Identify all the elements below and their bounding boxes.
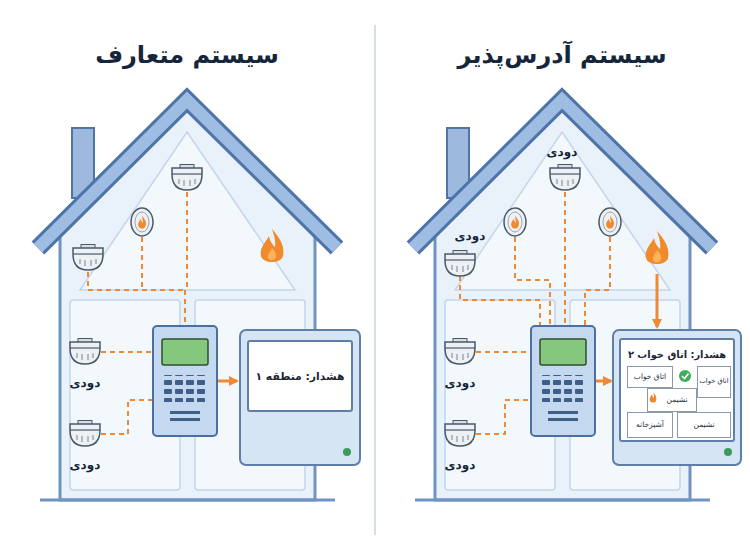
status-led (343, 448, 351, 456)
detector-label: دودی (547, 145, 578, 159)
room-name: نشیمن (693, 421, 714, 429)
detector-label: دودی (445, 376, 476, 390)
wire (101, 400, 152, 434)
room-box: اتاق خواب (697, 366, 731, 398)
wire (101, 351, 152, 353)
system-title: سیستم متعارف (95, 41, 279, 69)
heat-detector (504, 208, 526, 236)
room-name: اتاق خواب (699, 378, 728, 385)
room-name: نشیمن (666, 396, 687, 404)
smoke-detector (70, 339, 100, 365)
wire (564, 192, 566, 325)
wire (585, 237, 610, 325)
gable-pane (80, 132, 295, 290)
fire-icon (650, 392, 657, 403)
check-mark (682, 374, 689, 379)
heat-detector (131, 208, 153, 236)
heat-detector (599, 208, 621, 236)
alarm-screen: هشدار: اتاق خواب ۲ اتاق خواب اتاق خواب نشیم… (619, 338, 735, 442)
alarm-text: هشدار: منطقه ۱ (256, 370, 345, 383)
smoke-detector (73, 245, 103, 271)
detector-label: دودی (70, 376, 101, 390)
wire (460, 276, 540, 325)
ground-line (40, 499, 335, 502)
wire (515, 237, 550, 325)
divider-line (374, 25, 376, 535)
signal-arrow (218, 380, 237, 383)
smoke-detector (445, 251, 475, 277)
roof (38, 100, 337, 248)
status-led (724, 448, 732, 456)
roof (38, 100, 337, 248)
room-box: نشیمن (647, 388, 697, 412)
signal-arrow (656, 274, 659, 327)
room-name: اتاق خواب (634, 373, 666, 381)
wire (476, 400, 530, 434)
detector-label: دودی (70, 458, 101, 472)
system-title: سیستم آدرس‌پذیر (457, 41, 666, 69)
room-box: نشیمن (677, 412, 731, 438)
smoke-detector (445, 339, 475, 365)
wire (184, 290, 186, 325)
room-name: آشپزخانه (636, 421, 664, 429)
wire (88, 289, 187, 291)
signal-arrow (596, 380, 611, 383)
fire-icon (261, 229, 284, 262)
detector-label: دودی (445, 458, 476, 472)
control-panel (153, 326, 217, 436)
detector-label: دودی (455, 229, 486, 243)
alarm-screen: هشدار: منطقه ۱ (247, 340, 353, 412)
smoke-detector (445, 421, 475, 447)
smoke-detector (550, 165, 580, 191)
fire-icon (646, 231, 669, 264)
wire (186, 192, 188, 290)
control-panel (531, 326, 595, 436)
smoke-detector (70, 421, 100, 447)
smoke-detector (172, 165, 202, 191)
wire (87, 272, 89, 290)
display-device (613, 330, 741, 465)
room-box: آشپزخانه (627, 412, 673, 438)
room-box: اتاق خواب (627, 366, 673, 388)
display-device (240, 330, 360, 465)
check-icon (679, 370, 691, 382)
wire (141, 237, 143, 290)
wire (476, 351, 530, 353)
alarm-text: هشدار: اتاق خواب ۲ (628, 349, 726, 360)
